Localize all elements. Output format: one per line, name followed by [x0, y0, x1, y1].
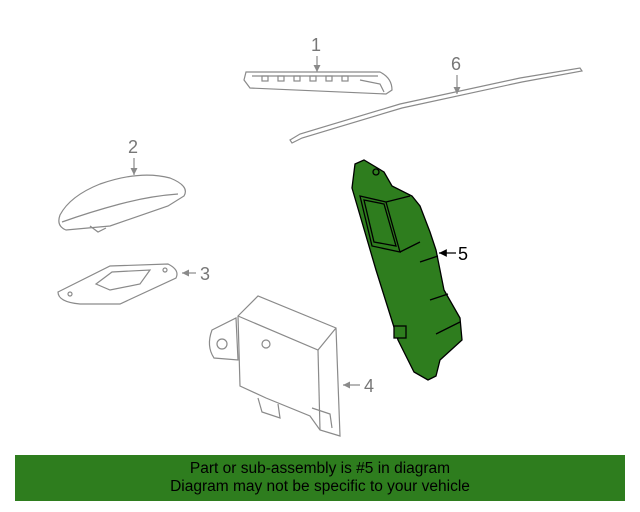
part-2-antenna-cover — [58, 158, 186, 233]
part-4-module — [208, 295, 360, 437]
callout-2: 2 — [128, 137, 138, 157]
banner-line-1: Part or sub-assembly is #5 in diagram — [189, 460, 451, 477]
callout-6: 6 — [451, 54, 461, 74]
callout-4: 4 — [364, 376, 374, 396]
callout-5: 5 — [458, 244, 468, 264]
parts-diagram: 1 6 2 3 4 — [57, 35, 584, 437]
banner-line-2: Diagram may not be specific to your vehi… — [170, 478, 470, 495]
callout-3: 3 — [200, 264, 210, 284]
callout-1: 1 — [311, 35, 321, 55]
part-3-gasket — [57, 263, 196, 305]
info-banner: Part or sub-assembly is #5 in diagram Di… — [15, 455, 625, 501]
part-5-antenna-module — [351, 159, 463, 381]
part-6-cable — [289, 67, 584, 144]
part-1-bracket — [243, 56, 393, 95]
